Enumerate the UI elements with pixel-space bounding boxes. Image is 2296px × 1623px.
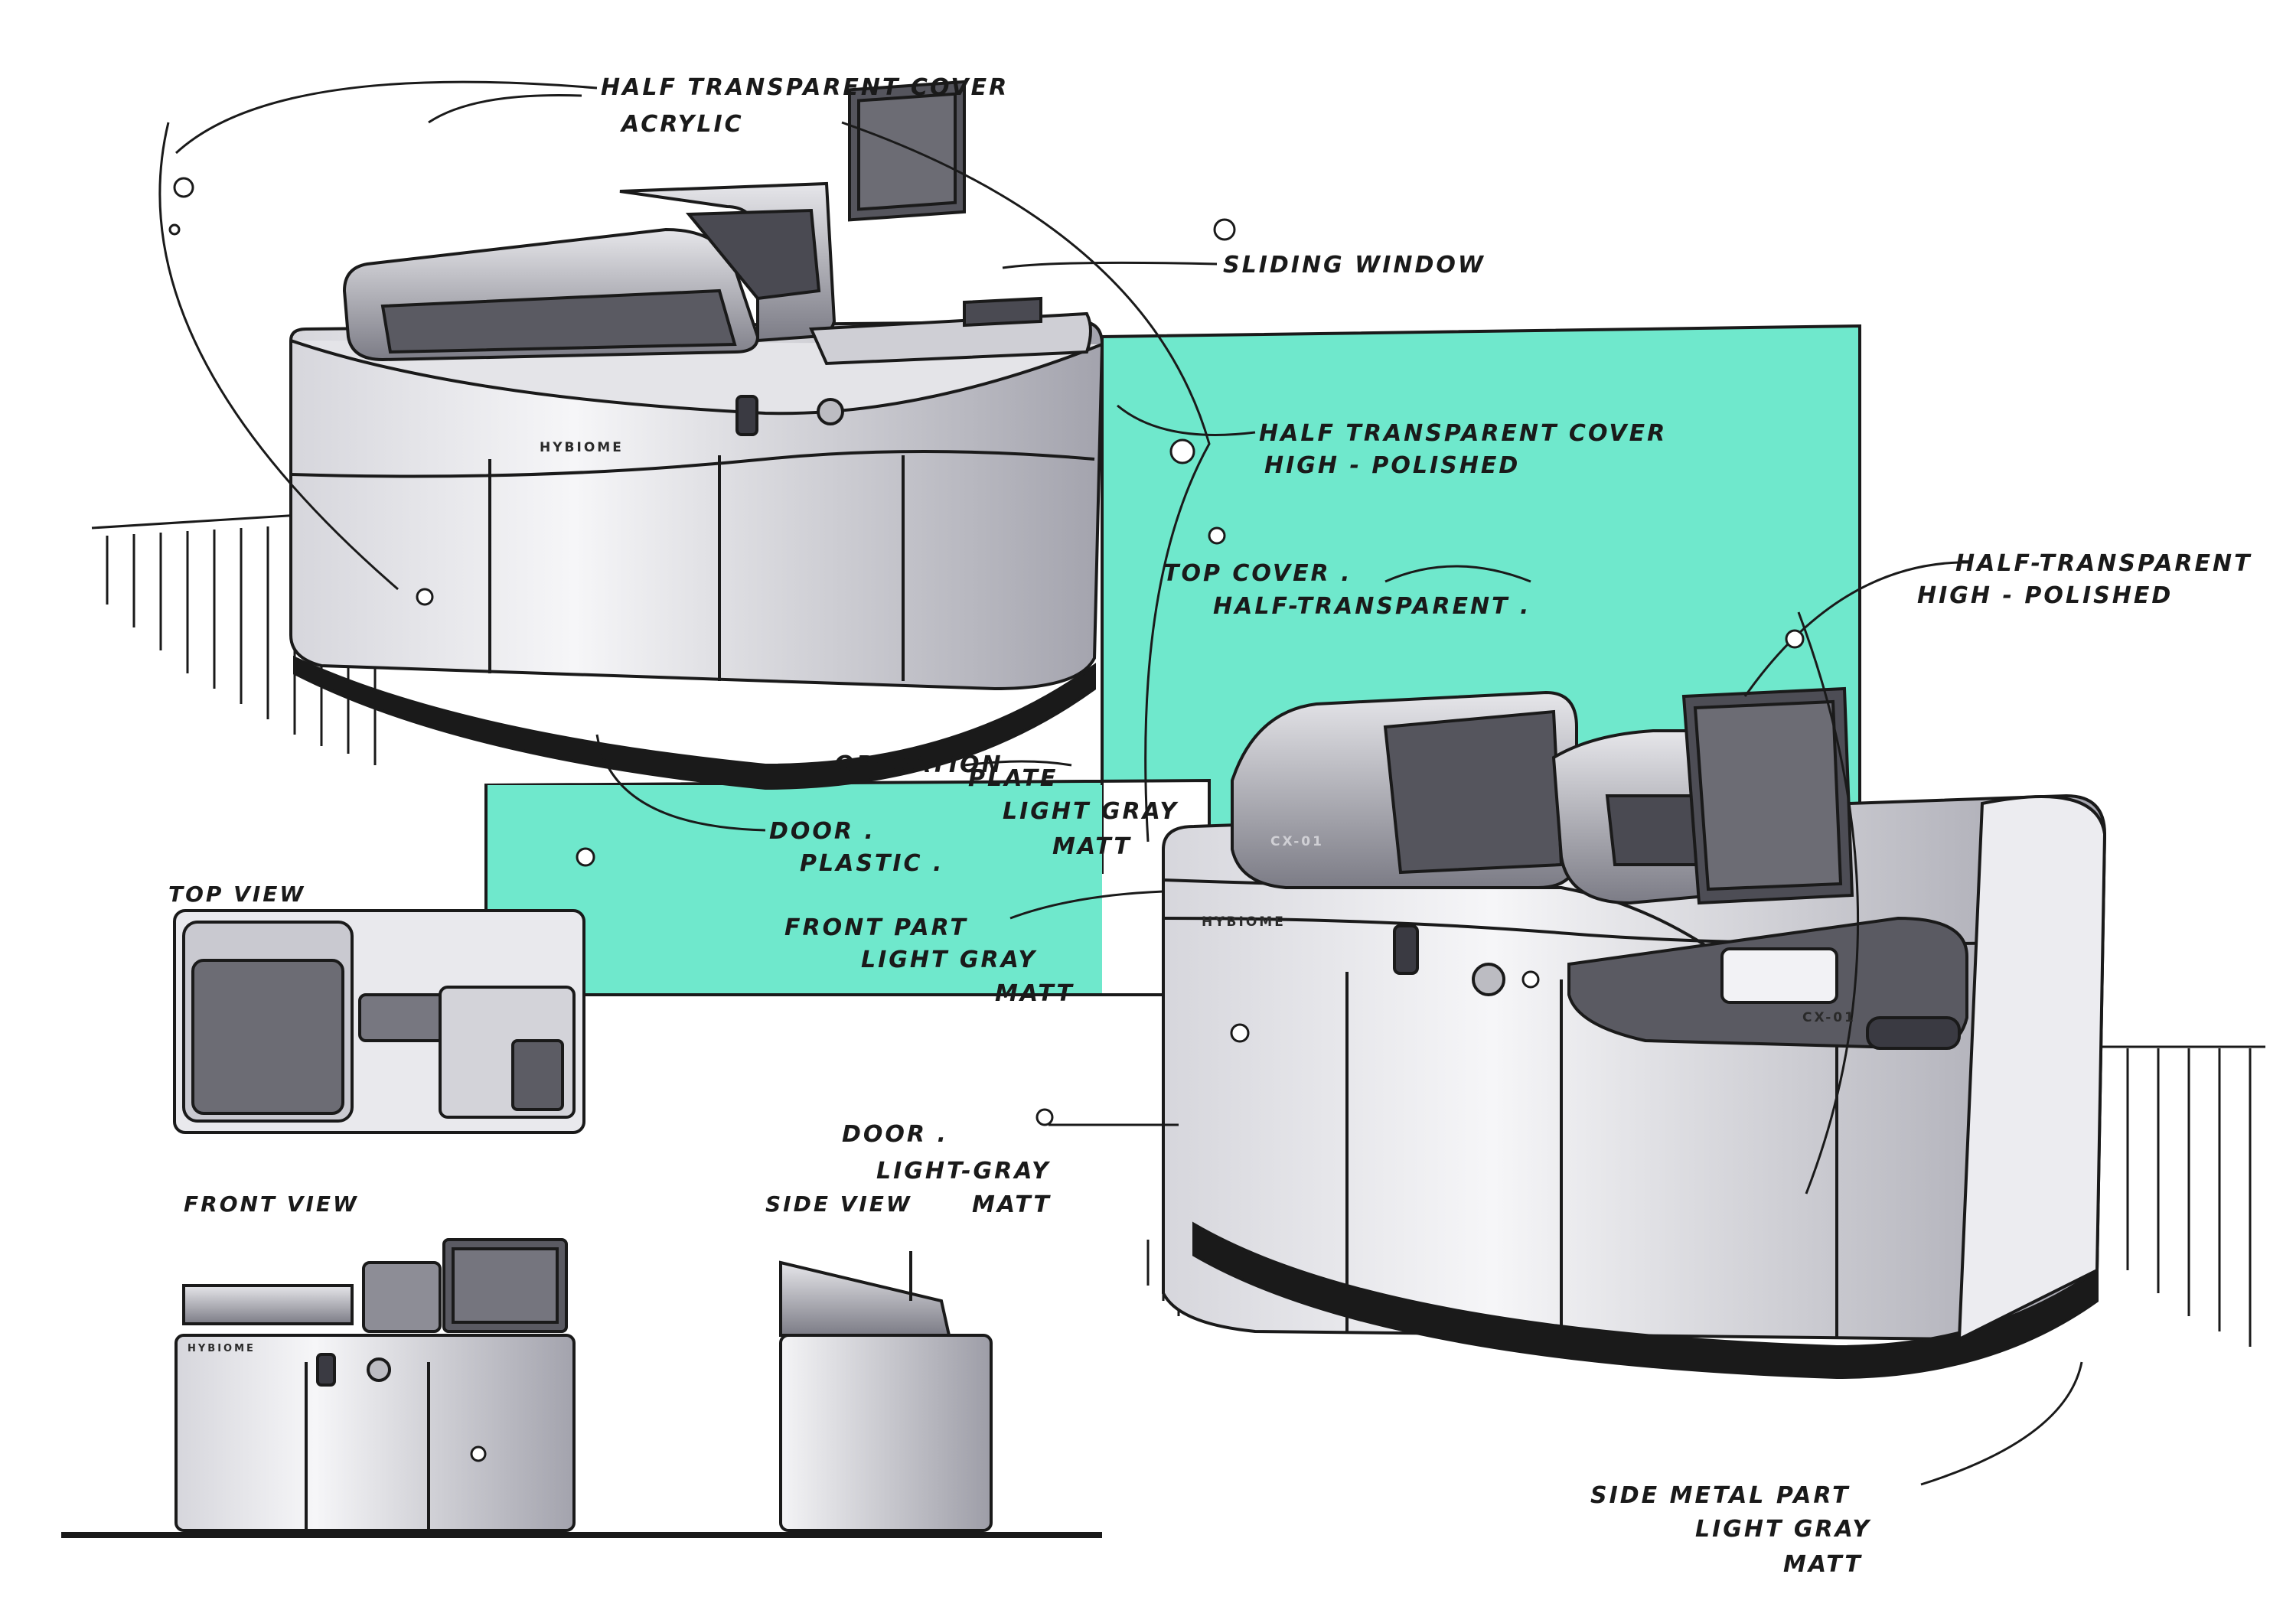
brand-mark-front: HYBIOME xyxy=(188,1343,256,1354)
side-view-label: SIDE VIEW xyxy=(765,1191,912,1217)
annotation-door-plastic-line2: PLASTIC . xyxy=(800,850,944,877)
annotation-top-cover-line2: HALF-TRANSPARENT . xyxy=(1213,593,1531,620)
model-mark-plate: CX-01 xyxy=(1802,1010,1856,1025)
annotation-side-metal-line1: SIDE METAL PART xyxy=(1590,1482,1851,1509)
annotation-front-part-line2: LIGHT GRAY xyxy=(861,947,1038,973)
annotation-half-polished-line1: HALF-TRANSPARENT xyxy=(1955,550,2252,577)
connector-circles xyxy=(168,177,1805,1462)
annotation-cover-acrylic-line1: HALF TRANSPARENT COVER xyxy=(601,74,1009,101)
annotation-side-metal-line3: MATT xyxy=(1783,1551,1863,1578)
top-view-label: TOP VIEW xyxy=(168,882,306,907)
annotation-side-metal-line2: LIGHT GRAY xyxy=(1695,1516,1872,1543)
annotation-front-part-line1: FRONT PART xyxy=(784,914,968,941)
front-view-illustration xyxy=(174,1238,576,1532)
model-mark-cover: CX-01 xyxy=(1270,834,1324,849)
annotation-door-gray-line3: MATT xyxy=(972,1191,1052,1218)
annotation-operation-plate-line3: LIGHT GRAY xyxy=(1003,798,1179,825)
annotation-operation-plate-line2: PLATE xyxy=(968,765,1058,792)
brand-mark-main: HYBIOME xyxy=(540,440,624,455)
annotation-half-polished-line2: HIGH - POLISHED xyxy=(1917,582,2174,609)
annotation-leader-lines xyxy=(158,80,2083,1486)
annotation-cover-acrylic-line2: ACRYLIC xyxy=(621,111,744,138)
annotation-door-gray-line1: DOOR . xyxy=(842,1121,948,1148)
front-view-label: FRONT VIEW xyxy=(184,1191,359,1217)
annotation-front-part-line3: MATT xyxy=(995,980,1075,1007)
annotation-operation-plate-line1: OPERATION xyxy=(834,751,1003,778)
brand-mark-perspective: HYBIOME xyxy=(1202,914,1286,930)
annotation-operation-plate-line4: MATT xyxy=(1052,833,1132,860)
side-view-illustration xyxy=(779,1251,993,1532)
annotation-top-cover-line1: TOP COVER . xyxy=(1163,560,1352,587)
annotation-cover-polished-line2: HIGH - POLISHED xyxy=(1264,452,1521,479)
machine-perspective-illustration xyxy=(1162,686,2107,1380)
top-view-illustration xyxy=(173,909,585,1134)
annotation-sliding-window: SLIDING WINDOW xyxy=(1223,252,1486,279)
annotation-door-gray-line2: LIGHT-GRAY xyxy=(876,1158,1051,1185)
annotation-door-plastic-line1: DOOR . xyxy=(769,818,876,845)
annotation-cover-polished-line1: HALF TRANSPARENT COVER xyxy=(1259,420,1668,447)
machine-main-illustration xyxy=(289,80,1104,790)
